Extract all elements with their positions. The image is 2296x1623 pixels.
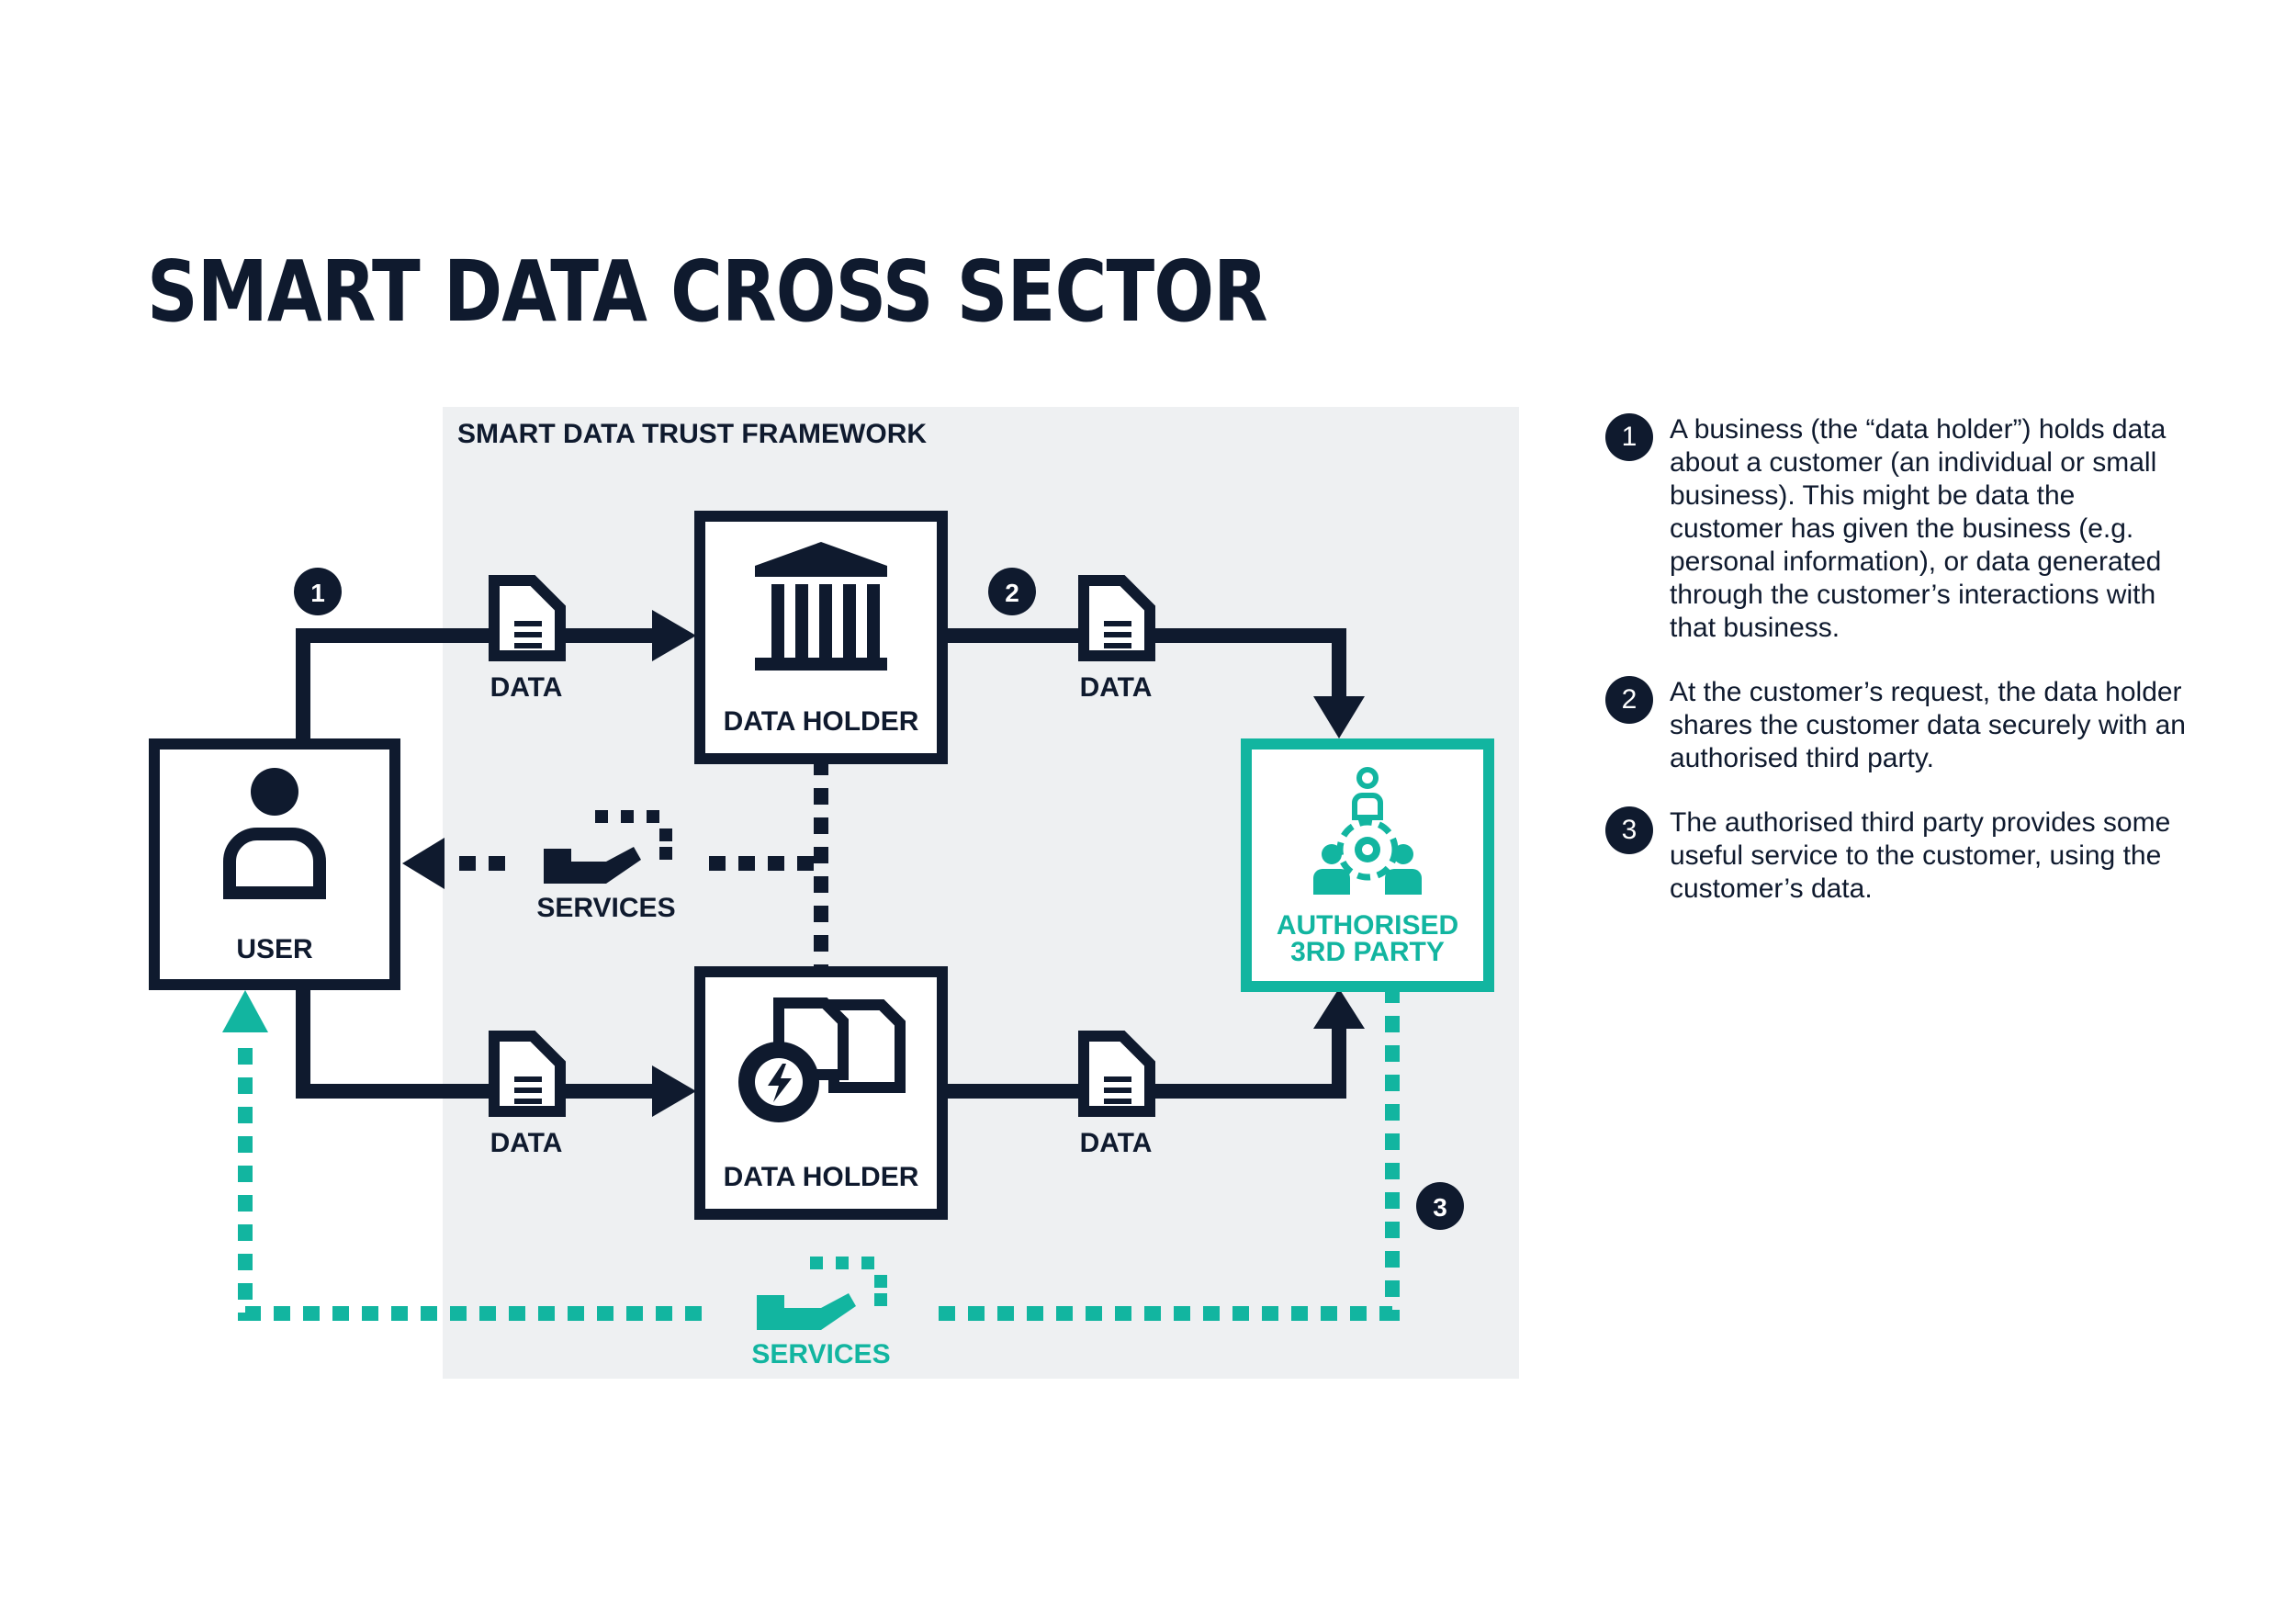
arrow-to-holder-top bbox=[652, 610, 696, 661]
data-doc-icon-2 bbox=[1084, 580, 1150, 656]
data-holder-utility: DATA HOLDER bbox=[694, 966, 948, 1220]
service-dotted-lines bbox=[446, 759, 828, 970]
svg-text:3: 3 bbox=[1433, 1193, 1447, 1222]
page-title: SMART DATA CROSS SECTOR bbox=[147, 242, 1268, 341]
services-label-teal: SERVICES bbox=[751, 1339, 890, 1369]
arrow-to-third-party-bottom bbox=[1313, 988, 1365, 1029]
third-party-service-lines bbox=[238, 986, 1400, 1321]
legend-text-2: At the customer’s request, the data hold… bbox=[1670, 677, 2186, 773]
data-label-3: DATA bbox=[490, 1128, 563, 1158]
legend-number-2: 2 bbox=[1605, 676, 1653, 724]
arrow-to-third-party-top bbox=[1313, 696, 1365, 738]
data-holder-bottom-label: DATA HOLDER bbox=[724, 1162, 919, 1192]
legend-text-3: The authorised third party provides some… bbox=[1670, 807, 2171, 904]
arrow-to-holder-bottom bbox=[652, 1065, 696, 1117]
legend-text-1: A business (the “data holder”) holds dat… bbox=[1670, 414, 2167, 643]
arrowheads bbox=[402, 610, 1365, 1117]
data-doc-icon-4 bbox=[1084, 1036, 1150, 1111]
user-label: USER bbox=[236, 934, 313, 964]
third-party-label-line2: 3RD PARTY bbox=[1290, 937, 1445, 967]
services-hand-icon-teal bbox=[757, 1257, 887, 1330]
user-box: USER bbox=[149, 738, 400, 990]
user-body bbox=[223, 828, 326, 899]
svg-text:1: 1 bbox=[310, 579, 325, 607]
arrow-to-user-third-party bbox=[222, 990, 268, 1032]
legend-item-1: 1 A business (the “data holder”) holds d… bbox=[1605, 413, 2193, 645]
data-label-2: DATA bbox=[1080, 672, 1153, 703]
services-label-navy: SERVICES bbox=[536, 893, 675, 923]
data-label-1: DATA bbox=[490, 672, 563, 703]
svg-text:2: 2 bbox=[1005, 579, 1019, 607]
data-doc-icon-3 bbox=[494, 1036, 560, 1111]
bank-icon bbox=[755, 542, 887, 671]
framework-label: SMART DATA TRUST FRAMEWORK bbox=[457, 419, 927, 449]
steps-legend: 1 A business (the “data holder”) holds d… bbox=[1605, 413, 2193, 937]
legend-item-3: 3 The authorised third party provides so… bbox=[1605, 806, 2193, 906]
user-head bbox=[251, 768, 298, 816]
services-hand-icon-navy bbox=[544, 810, 672, 884]
third-party-label-line1: AUTHORISED bbox=[1277, 910, 1458, 941]
third-party-network-icon bbox=[1313, 767, 1422, 895]
step-marker-1: 1 bbox=[294, 568, 342, 615]
legend-number-1: 1 bbox=[1605, 413, 1653, 461]
arrow-to-user-services bbox=[402, 838, 445, 889]
step-marker-2: 2 bbox=[988, 568, 1036, 615]
data-label-4: DATA bbox=[1080, 1128, 1153, 1158]
data-holder-bank: DATA HOLDER bbox=[694, 511, 948, 764]
authorised-third-party-box: AUTHORISED 3RD PARTY bbox=[1241, 738, 1494, 992]
step-marker-3: 3 bbox=[1416, 1182, 1464, 1230]
legend-number-3: 3 bbox=[1605, 806, 1653, 854]
energy-icon bbox=[738, 997, 906, 1122]
data-holder-top-label: DATA HOLDER bbox=[724, 706, 919, 737]
legend-item-2: 2 At the customer’s request, the data ho… bbox=[1605, 676, 2193, 775]
data-doc-icon-1 bbox=[494, 580, 560, 656]
